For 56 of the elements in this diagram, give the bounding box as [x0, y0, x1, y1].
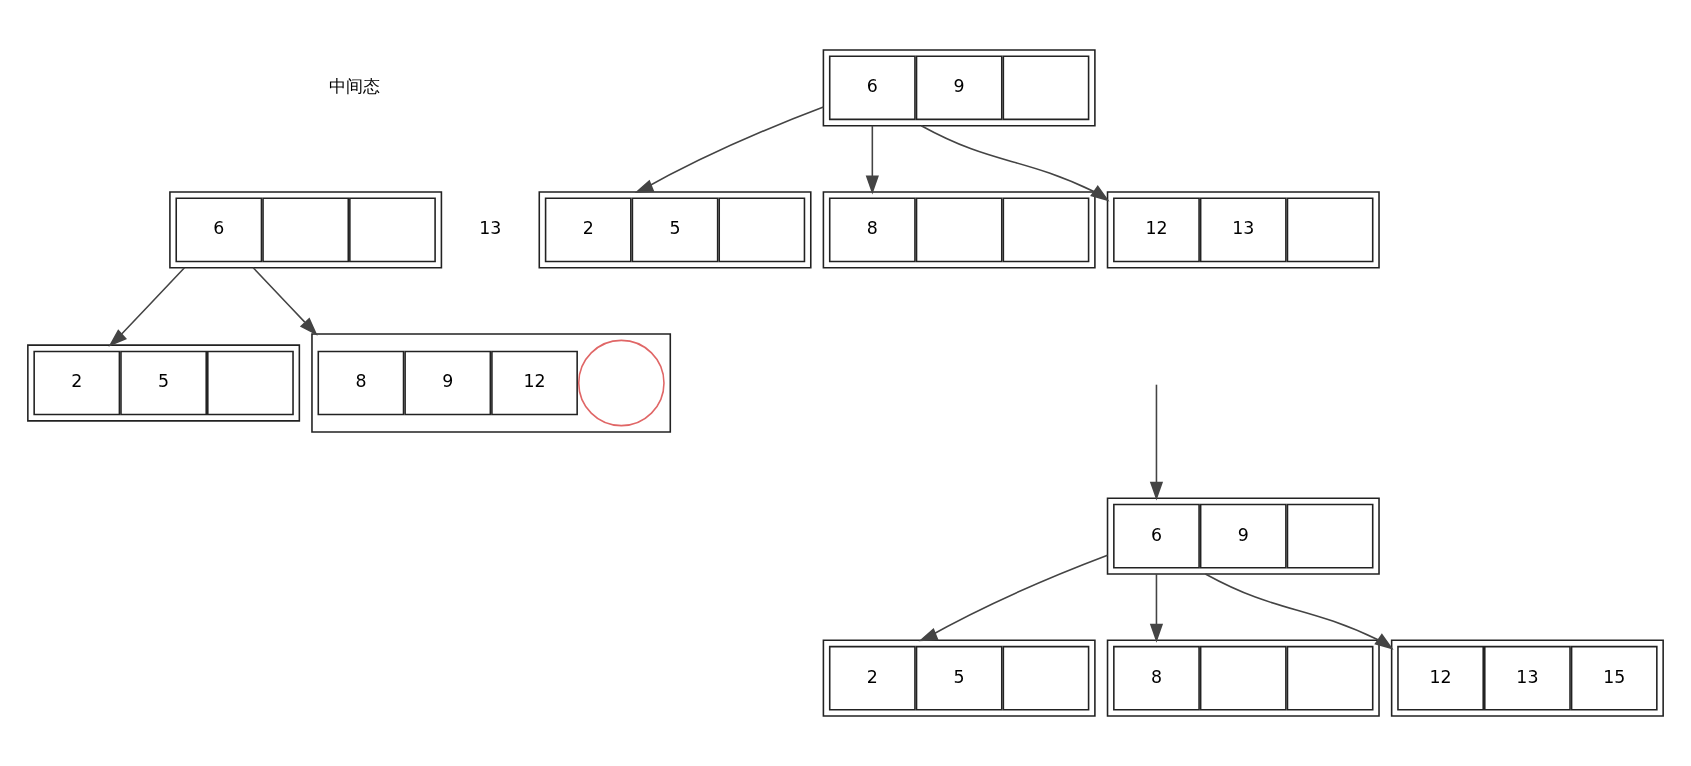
- arrow: [1149, 383, 1164, 501]
- node-box: [915, 197, 1003, 263]
- node-box: 2: [33, 350, 121, 416]
- cluster: [822, 191, 1096, 269]
- node-box: 5: [631, 197, 719, 263]
- node-box: [1286, 197, 1374, 263]
- cluster: [1106, 191, 1380, 269]
- node-box: 5: [915, 645, 1003, 711]
- node-box: 8: [1113, 645, 1200, 711]
- node-circle: [577, 339, 665, 427]
- arrow: [1204, 573, 1394, 650]
- node-box: 8: [317, 350, 405, 416]
- arrow: [252, 266, 318, 336]
- node-box: 8: [828, 197, 916, 263]
- node-box: [1002, 645, 1090, 711]
- node-box: [349, 197, 436, 263]
- node-box: 2: [828, 645, 916, 711]
- arrow: [920, 124, 1110, 202]
- node-box: [1199, 645, 1287, 711]
- arrow: [918, 554, 1109, 642]
- node-box: [1286, 503, 1374, 569]
- cluster: [1106, 639, 1380, 717]
- arrow: [1149, 573, 1164, 643]
- node-box: 13: [1199, 197, 1287, 263]
- cluster: [538, 191, 812, 269]
- arrow: [108, 266, 186, 347]
- label: 中间态: [329, 76, 381, 97]
- cluster: [27, 344, 301, 422]
- node-box: 9: [404, 350, 492, 416]
- node-box: 6: [175, 197, 263, 263]
- node-box: [262, 197, 350, 263]
- cluster: [169, 191, 443, 269]
- cluster: [1390, 639, 1664, 717]
- node-box: 9: [915, 55, 1003, 121]
- node-box: 9: [1199, 503, 1287, 569]
- arrow: [634, 106, 825, 193]
- node-box: [1002, 55, 1090, 121]
- node-box: 15: [1570, 645, 1658, 711]
- node-box: 6: [1113, 503, 1200, 569]
- arrow: [865, 124, 879, 195]
- node-box: 5: [120, 350, 207, 416]
- cluster: [1106, 497, 1380, 575]
- node-box: 12: [1397, 645, 1484, 711]
- node-box: [718, 197, 806, 263]
- node-box: 12: [491, 350, 578, 416]
- node-box: 13: [1484, 645, 1571, 711]
- node-box: [207, 350, 294, 416]
- cluster: [311, 333, 672, 433]
- label: 13: [479, 218, 502, 239]
- cluster: [822, 639, 1096, 717]
- node-box: 2: [544, 197, 632, 263]
- node-box: 12: [1113, 197, 1200, 263]
- node-box: [1286, 645, 1374, 711]
- node-box: 6: [828, 55, 916, 121]
- node-box: [1002, 197, 1090, 263]
- cluster: [822, 49, 1096, 127]
